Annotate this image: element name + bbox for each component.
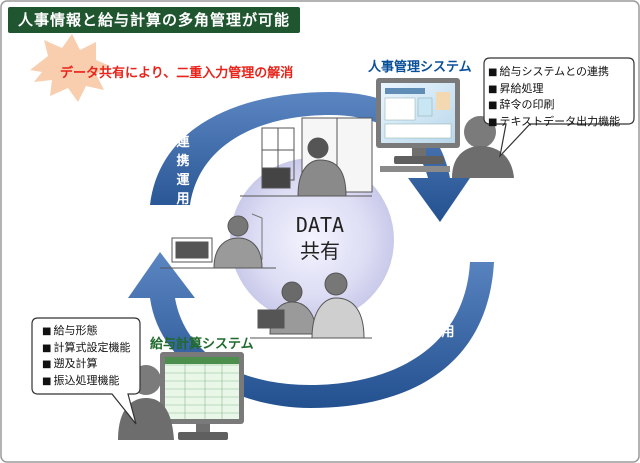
center-line-2: 共有: [300, 239, 340, 263]
list-item: 給与システムとの連携: [488, 64, 620, 81]
office-sketch-middle: [160, 213, 276, 269]
list-item: 遡及計算: [42, 356, 130, 373]
list-item: テキストデータ出力機能: [488, 114, 620, 131]
office-sketch-bottom: [250, 272, 372, 339]
page-title: 人事情報と給与計算の多角管理が可能: [8, 7, 301, 33]
data-sharing-center: DATA 共有: [270, 212, 370, 264]
jinji-feature-list: 給与システムとの連携 昇給処理 辞令の印刷 テキストデータ出力機能: [488, 64, 620, 130]
center-glow: [230, 158, 394, 322]
kyuyo-system-label: 給与計算システム: [150, 337, 254, 352]
jinji-workstation: [376, 78, 514, 178]
list-item: 昇給処理: [488, 81, 620, 98]
kyuyo-feature-list: 給与形態 計算式設定機能 遡及計算 振込処理機能: [42, 323, 130, 389]
left-arrow-label: 連携運用: [176, 135, 190, 207]
callout-burst: [30, 34, 110, 102]
data-sharing-callout: データ共有により、二重入力管理の解消: [60, 66, 294, 81]
list-item: 給与形態: [42, 323, 130, 340]
list-item: 辞令の印刷: [488, 97, 620, 114]
right-arrow-label: 連携運用: [441, 268, 455, 340]
jinji-system-label: 人事管理システム: [368, 60, 472, 75]
list-item: 振込処理機能: [42, 373, 130, 390]
kyuyo-workstation: [118, 352, 244, 440]
center-line-1: DATA: [295, 213, 345, 237]
office-sketch-top: [240, 117, 373, 197]
list-item: 計算式設定機能: [42, 340, 130, 357]
